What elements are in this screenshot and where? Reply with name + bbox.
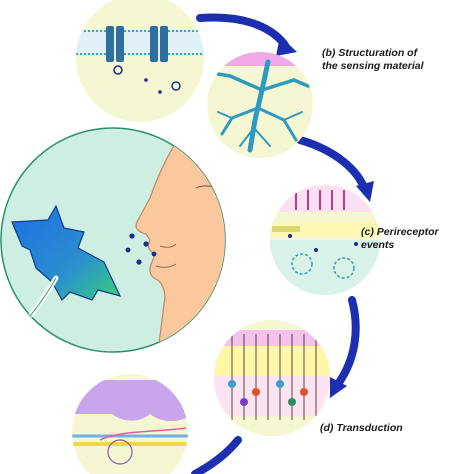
caption-structuration: (b) Structuration of the sensing materia…	[322, 47, 424, 73]
caption-d-label: (d)	[320, 422, 334, 434]
arrow-d-to-e	[191, 436, 242, 474]
sensing-material-circle	[207, 52, 313, 158]
arrow-c-to-d	[334, 296, 360, 388]
flower-icon	[11, 204, 122, 301]
caption-b-line1: Structuration of	[338, 47, 418, 59]
membrane-bilayer	[76, 30, 204, 55]
dendrite-tree	[216, 59, 310, 153]
caption-b-label: (b)	[322, 47, 336, 59]
caption-d-line1: Transduction	[336, 422, 403, 434]
face-circle	[0, 127, 226, 353]
caption-c-line2: events	[361, 239, 395, 251]
transduction-circle	[214, 320, 330, 436]
caption-perireceptor: (c) Perireceptor events	[361, 226, 439, 252]
caption-c-line1: Perireceptor	[376, 226, 439, 238]
arrow-a-to-b	[196, 13, 289, 49]
flow-arrows	[191, 13, 374, 474]
caption-c-label: (c)	[361, 226, 374, 238]
arrow-b-to-c	[296, 136, 369, 194]
caption-transduction: (d) Transduction	[320, 422, 403, 435]
caption-b-line2: the sensing material	[322, 60, 424, 72]
odorant-molecules	[125, 233, 157, 265]
membrane-circle	[76, 0, 204, 122]
bottom-circle	[72, 374, 188, 474]
